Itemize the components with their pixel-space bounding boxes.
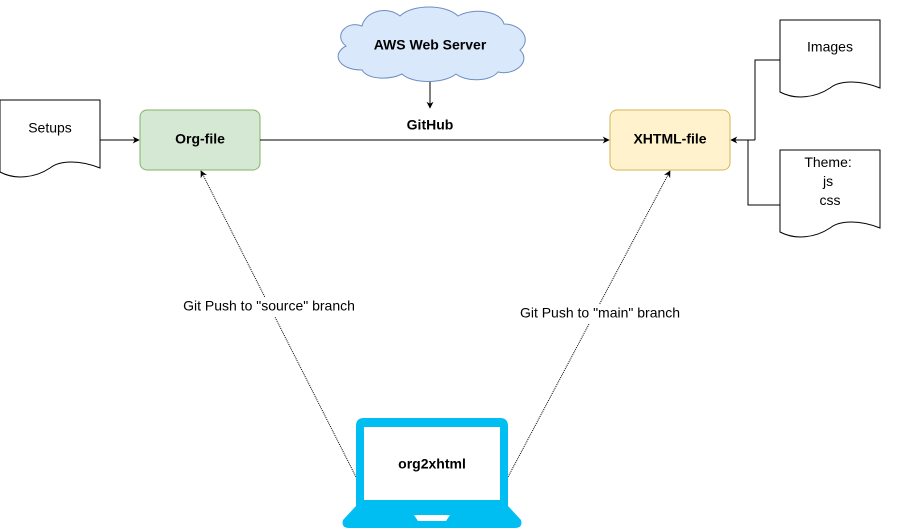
theme-line-2: js (822, 173, 833, 189)
images-document[interactable]: Images (779, 19, 881, 98)
org-file-node[interactable]: Org-file (139, 109, 261, 171)
setups-label: Setups (28, 120, 72, 136)
laptop-icon[interactable]: org2xhtml (342, 418, 522, 528)
laptop-trackpad-notch (414, 515, 450, 521)
cloud-label: AWS Web Server (374, 37, 487, 53)
xhtml-file-label: XHTML-file (633, 131, 706, 147)
xhtml-file-box (609, 109, 731, 171)
laptop-label: org2xhtml (398, 456, 466, 472)
images-to-xhtml-connector (754, 59, 780, 140)
cloud-shape (337, 6, 526, 82)
laptop-to-org-arrow (200, 170, 357, 478)
org-file-label: Org-file (175, 131, 225, 147)
push-source-label: Git Push to "source" branch (183, 298, 355, 314)
push-main-label: Git Push to "main" branch (520, 305, 680, 321)
theme-line-3: css (820, 192, 841, 208)
setups-shape (0, 99, 101, 178)
theme-to-xhtml-connector (747, 140, 780, 206)
push-source-label-bg (168, 297, 370, 317)
theme-label: Theme: js css (804, 154, 855, 208)
images-label: Images (807, 39, 853, 55)
images-shape (779, 19, 881, 98)
setups-document[interactable]: Setups (0, 99, 101, 178)
push-main-label-bg (505, 304, 695, 324)
xhtml-file-node[interactable]: XHTML-file (609, 109, 731, 171)
aws-web-server-cloud[interactable]: AWS Web Server (337, 6, 526, 82)
theme-line-1: Theme: (804, 154, 851, 170)
laptop-screen-frame (356, 418, 508, 508)
laptop-to-xhtml-arrow (507, 170, 671, 478)
theme-shape (779, 149, 881, 238)
theme-document[interactable]: Theme: js css (779, 149, 881, 238)
github-label: GitHub (407, 117, 454, 133)
